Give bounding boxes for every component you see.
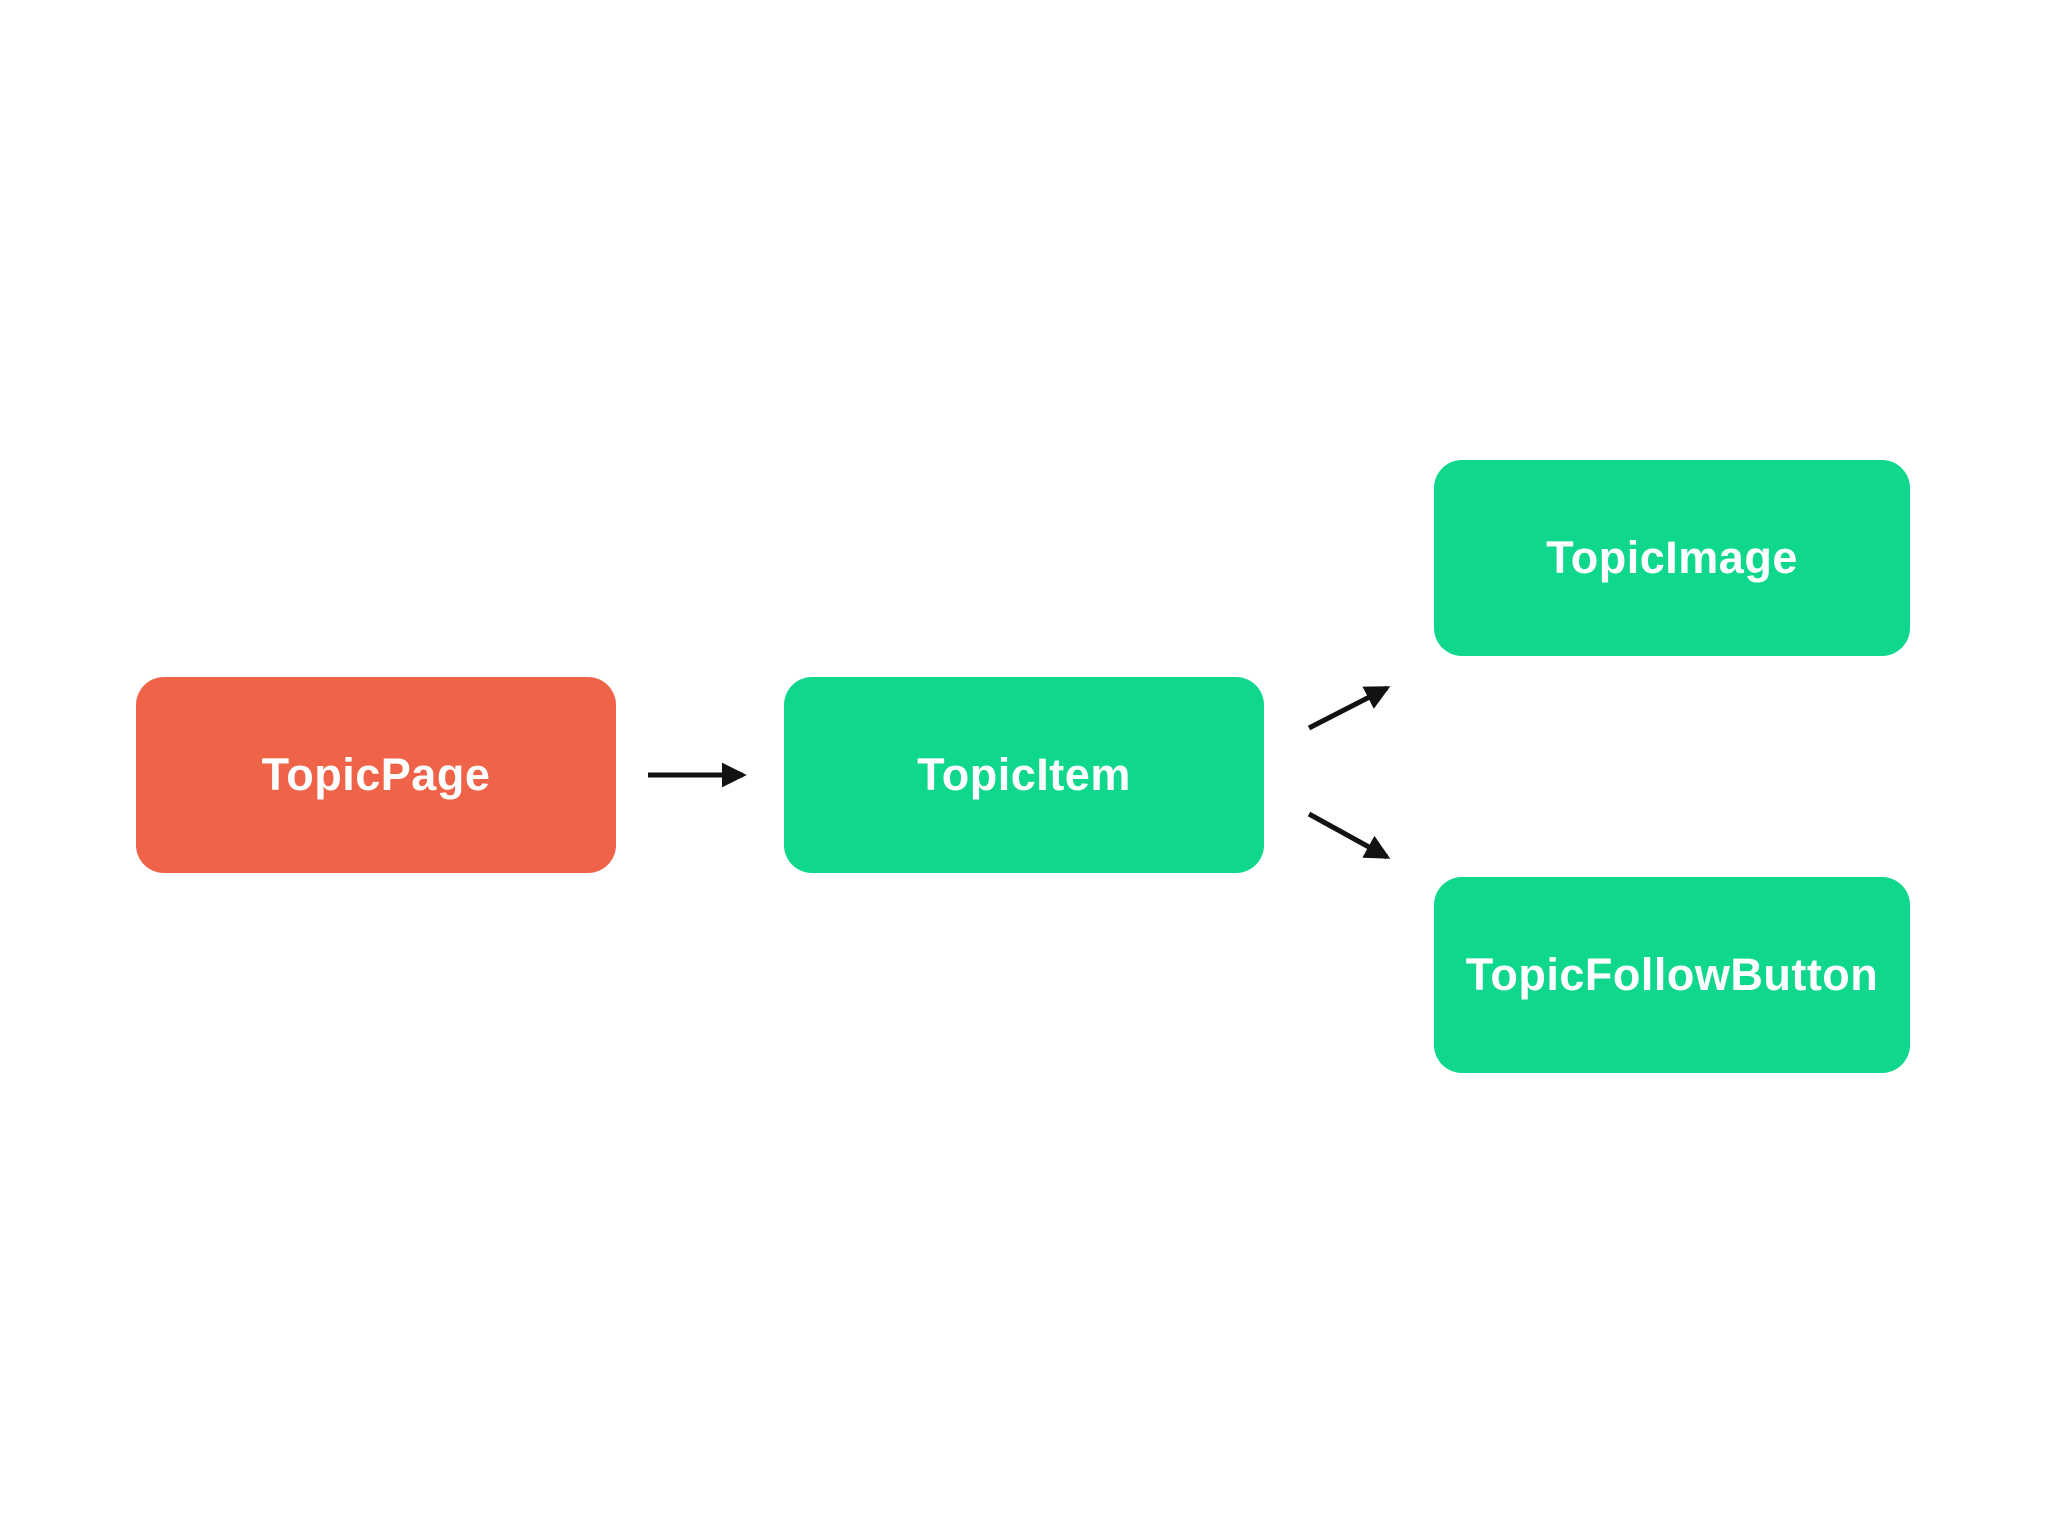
node-topic-item-label: TopicItem — [917, 749, 1131, 800]
node-topic-page-label: TopicPage — [261, 749, 491, 800]
node-topic-item[interactable]: TopicItem — [784, 677, 1264, 873]
node-topic-follow-button-label: TopicFollowButton — [1465, 949, 1879, 1000]
arrow-topicitem-to-topicimage[interactable] — [1307, 685, 1391, 731]
node-topic-image-label: TopicImage — [1546, 532, 1798, 583]
node-topic-image[interactable]: TopicImage — [1434, 460, 1910, 656]
arrow-topicitem-to-topicfollowbutton[interactable] — [1307, 811, 1391, 860]
node-topic-follow-button[interactable]: TopicFollowButton — [1434, 877, 1910, 1073]
node-topic-page[interactable]: TopicPage — [136, 677, 616, 873]
